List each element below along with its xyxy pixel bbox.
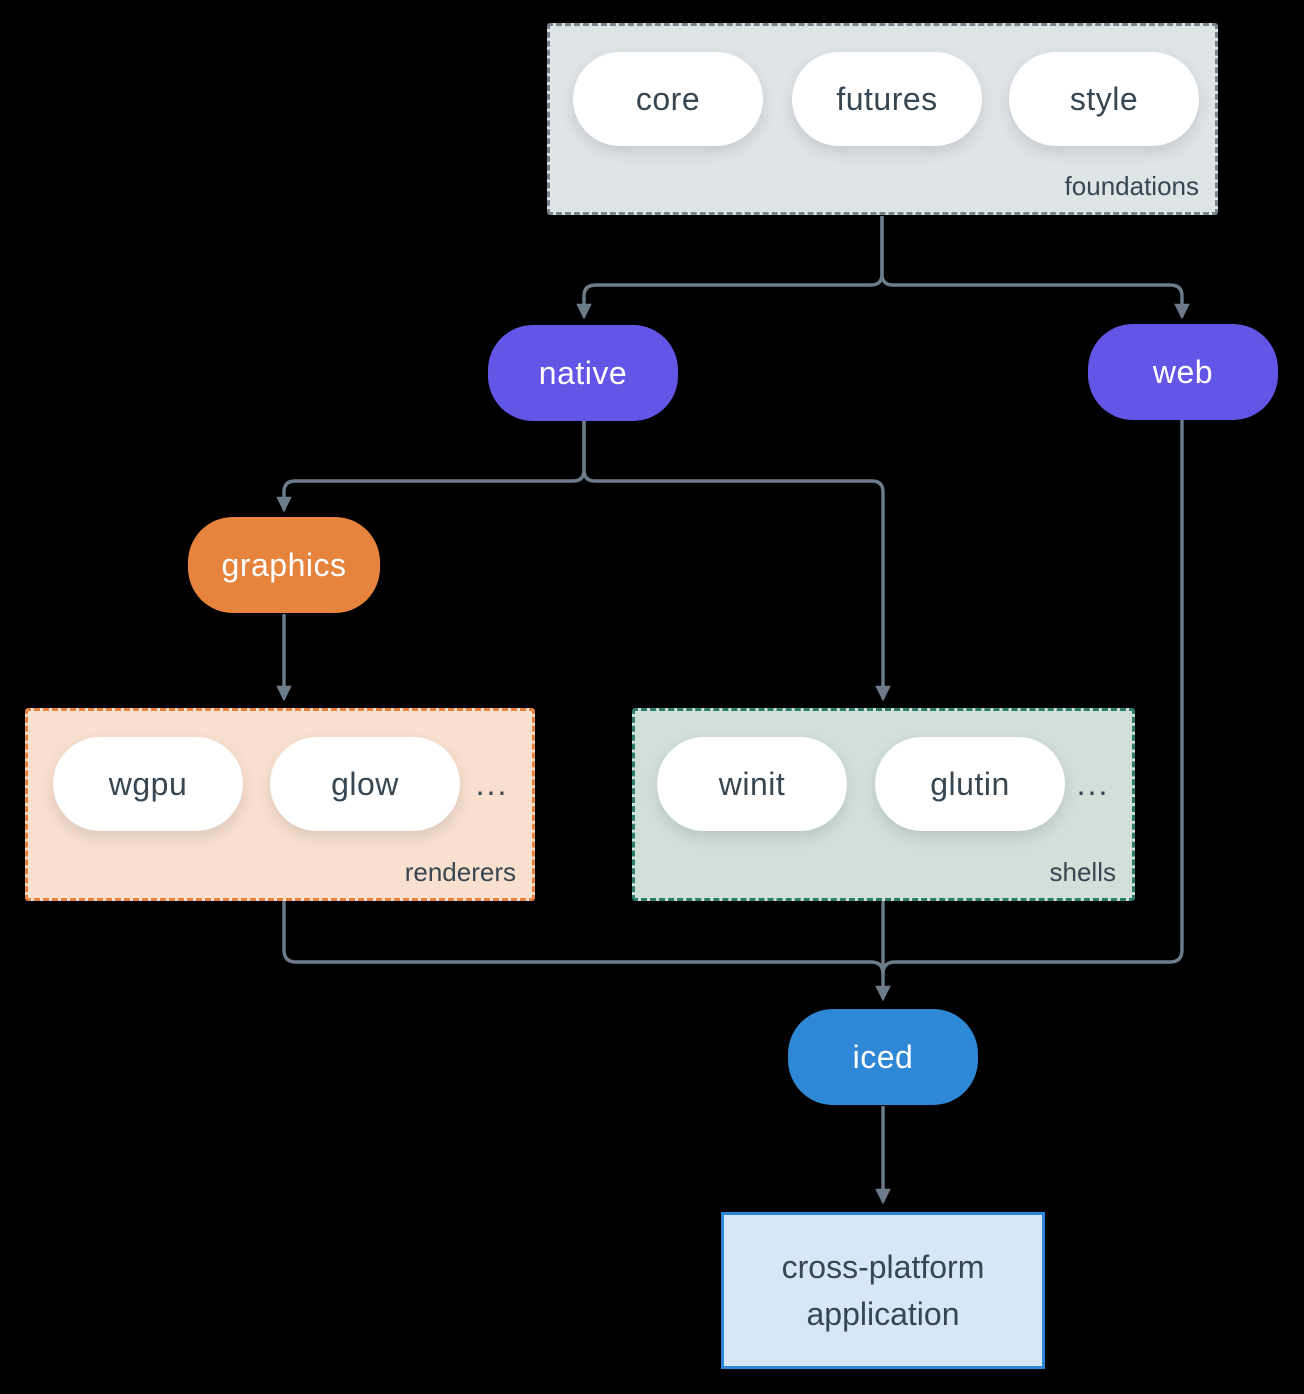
node-iced: iced: [788, 1009, 978, 1105]
shells-label: shells: [1049, 857, 1116, 887]
crate-style: style: [1009, 52, 1199, 146]
foundations-group: core futures style foundations: [547, 23, 1218, 215]
renderers-ellipsis: ...: [475, 765, 509, 802]
edge-native-graphics: [276, 421, 586, 513]
node-graphics: graphics: [188, 517, 380, 613]
crate-core: core: [573, 52, 763, 146]
crate-winit: winit: [657, 737, 847, 831]
foundations-label: foundations: [1064, 171, 1199, 201]
edge-foundations-web: [880, 216, 1190, 320]
node-web: web: [1088, 324, 1278, 420]
crate-glutin: glutin: [875, 737, 1065, 831]
renderers-label: renderers: [404, 857, 516, 887]
edge-native-shells: [582, 421, 891, 702]
crate-futures: futures: [792, 52, 982, 146]
crate-glow: glow: [270, 737, 460, 831]
crate-wgpu: wgpu: [53, 737, 243, 831]
node-native: native: [488, 325, 678, 421]
edge-foundations-native: [576, 216, 884, 320]
shells-ellipsis: ...: [1076, 765, 1110, 802]
shells-group: winit glutin ... shells: [632, 708, 1135, 901]
node-application: cross-platform application: [721, 1212, 1045, 1369]
renderers-group: wgpu glow ... renderers: [25, 708, 535, 901]
edge-renderers-merge: [282, 901, 885, 975]
